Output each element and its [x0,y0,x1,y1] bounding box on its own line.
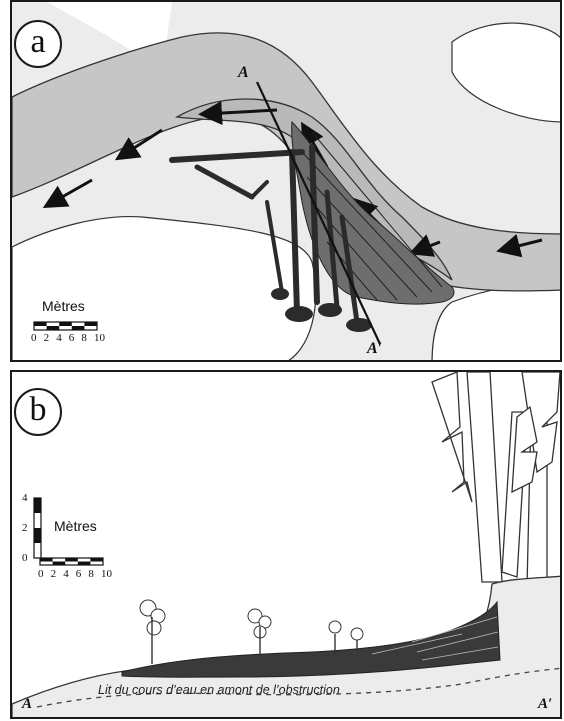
shrubs [139,599,364,641]
channel-bed-line [36,667,560,708]
log-jam-hatching [301,131,443,301]
fallen-tree [169,149,305,163]
fallen-tree [324,189,340,310]
shrub [350,627,364,641]
shrub [247,608,263,624]
scale-tick: 6 [75,568,82,580]
scale-tick: 2 [43,332,50,344]
panel-b-letter: b [14,388,62,436]
scale-tick: 8 [81,332,87,344]
fallen-trees [169,144,360,325]
plan-view-drawing [12,2,560,360]
section-start-label-a: A [238,64,249,81]
scale-tick: 0 [22,552,28,564]
section-end-label-b: A′ [538,696,553,712]
channel-bed-caption: Lit du cours d’eau en amont de l’obstruc… [98,683,340,697]
scale-ticks-b-horizontal: 0 2 4 6 8 10 [38,568,114,580]
fallen-tree [309,144,320,305]
flow-arrow [496,233,543,258]
panel-a-plan-view: a A A′ Mètres 0 2 4 6 8 10 [10,0,562,362]
log-jam-texture [371,616,499,661]
section-start-label-b: A [22,696,33,712]
standing-trees [431,372,560,588]
scale-tick: 8 [88,568,94,580]
scale-tick: 10 [100,568,112,580]
tree-trunk [466,372,503,583]
fallen-tree [339,214,360,325]
root-wads [271,288,372,332]
scale-tick: 4 [22,492,28,504]
shrub-stems [151,617,358,664]
flow-arrow [114,128,163,161]
root-wad [346,318,372,332]
fallen-tree [194,164,255,200]
flow-arrow [408,234,441,257]
scale-tick: 0 [31,332,37,344]
scale-bar-b-horizontal [39,557,104,566]
scale-tick: 10 [93,332,105,344]
section-line-a-a-prime [256,81,381,345]
flow-arrow [42,178,93,208]
scale-label-a: Mètres [42,298,85,314]
shrub [328,620,342,634]
root-wad [318,303,342,317]
cross-section-drawing [12,372,560,717]
scale-tick: 4 [56,332,62,344]
scale-bar-b-vertical [33,497,42,559]
log-jam-profile [121,600,501,678]
fallen-tree [265,200,284,294]
scale-tick: 4 [63,568,69,580]
root-wad [285,306,313,322]
fallen-tree [289,149,300,315]
panel-a-letter: a [14,20,62,68]
flow-arrow [198,101,278,125]
scale-tick: 2 [22,522,28,534]
tree-crown [521,372,560,474]
scale-tick: 0 [38,568,44,580]
upland-top-right [451,22,560,123]
scale-bar-a [33,321,98,331]
tree-crown [431,372,473,503]
scale-ticks-a: 0 2 4 6 8 10 [31,332,107,344]
scale-tick: 2 [50,568,57,580]
root-wad [271,288,289,300]
fallen-tree [250,180,269,199]
section-end-label-a: A′ [367,340,383,357]
shrub [146,620,162,636]
panel-b-cross-section: b Mètres 4 2 0 0 2 4 6 8 10 Lit du cours… [10,370,562,719]
scale-tick: 6 [68,332,75,344]
scale-label-b: Mètres [54,518,97,534]
upland-bottom-right [431,279,560,360]
tree-crown [511,405,538,494]
